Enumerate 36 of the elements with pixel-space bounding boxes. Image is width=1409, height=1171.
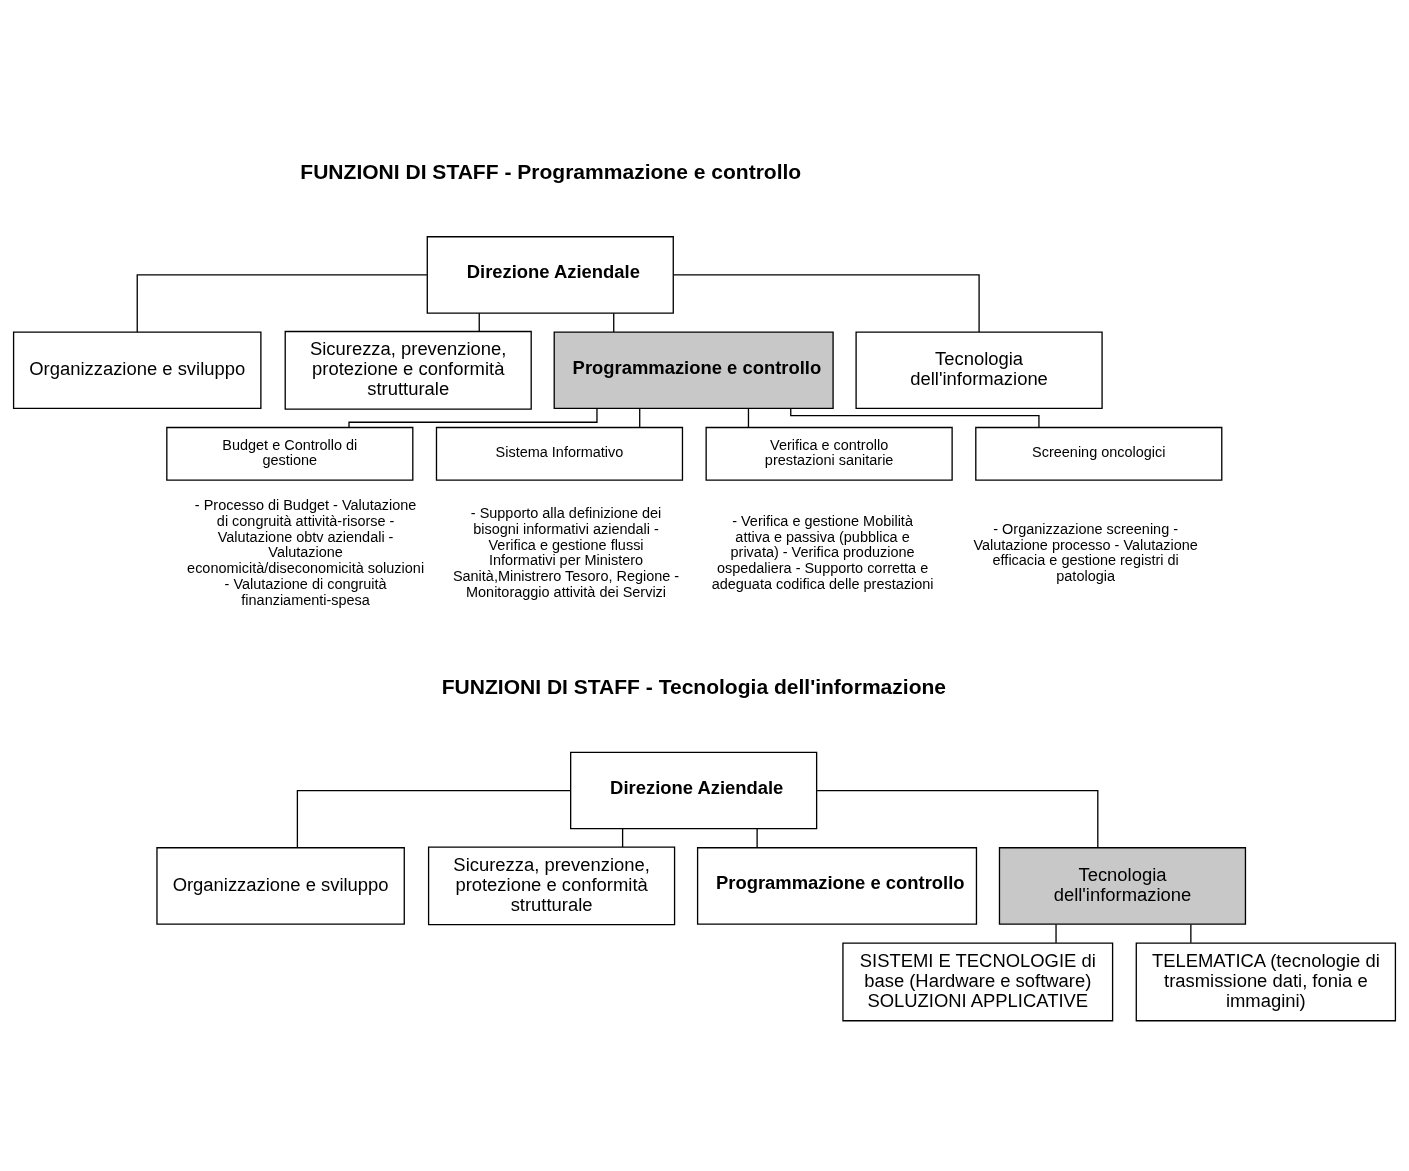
label: FUNZIONI DI STAFF - Programmazione e controllo [300, 159, 802, 183]
node-label: - Supporto alla definizione dei bisogni informativi aziendali - Verifica e gestione flussi Informativi per Ministero Sanità,Ministrero Tesoro, Regione - Monitoraggio attività dei Servizi [452, 504, 680, 600]
node-label: - Processo di Budget - Valutazione di congruità attività-risorse - Valutazione obtv aziendali - Valutazione economicità/diseconomicità soluzioni - Valutazione di congruità finanziamenti-spesa [187, 496, 425, 608]
connector [1055, 923, 1057, 943]
connector [348, 407, 598, 428]
node-label: - Verifica e gestione Mobilità attiva e passiva (pubblica e privata) - Verifica produzione ospedaliera - Supporto corretta e adeguata codifica delle prestazioni [711, 512, 934, 592]
connector [816, 789, 1099, 848]
connector [613, 312, 615, 333]
node-box: Tecnologia dell'informazione [855, 330, 1103, 409]
node-box: Programmazione e controllo [553, 330, 834, 409]
node-box: Direzione Aziendale [426, 235, 674, 314]
connector [673, 273, 980, 333]
node-box: Screening oncologici [975, 426, 1223, 481]
node-box: SISTEMI E TECNOLOGIE di base (Hardware e software) SOLUZIONI APPLICATIVE [842, 941, 1114, 1021]
label: FUNZIONI DI STAFF - Tecnologia dell'informazione [441, 674, 947, 698]
node-box: Sicurezza, prevenzione, protezione e conformità strutturale [427, 845, 676, 925]
node-box: Sicurezza, prevenzione, protezione e conformità strutturale [284, 330, 532, 410]
connector [296, 789, 572, 848]
node-box: TELEMATICA (tecnologie di trasmissione dati, fonia e immagini) [1135, 941, 1397, 1021]
node-box: Organizzazione e sviluppo [12, 330, 262, 409]
connector [136, 273, 428, 333]
connector [639, 407, 641, 428]
node-box: Sistema Informativo [435, 426, 684, 481]
node-box: Tecnologia dell'informazione [998, 846, 1247, 925]
connector [747, 407, 750, 428]
node-box: Organizzazione e sviluppo [156, 846, 405, 925]
connector [1190, 923, 1192, 943]
node-box: Verifica e controllo prestazioni sanitarie [705, 426, 953, 481]
node-label: - Organizzazione screening - Valutazione processo - Valutazione efficacia e gestione registri di patologia [973, 520, 1198, 584]
node-box: Programmazione e controllo [696, 846, 978, 925]
connector [790, 407, 1040, 428]
connector [621, 827, 624, 848]
node-box: Direzione Aziendale [570, 751, 818, 829]
connector [756, 827, 758, 848]
node-box: Budget e Controllo di gestione [166, 426, 414, 481]
connector [478, 312, 480, 332]
